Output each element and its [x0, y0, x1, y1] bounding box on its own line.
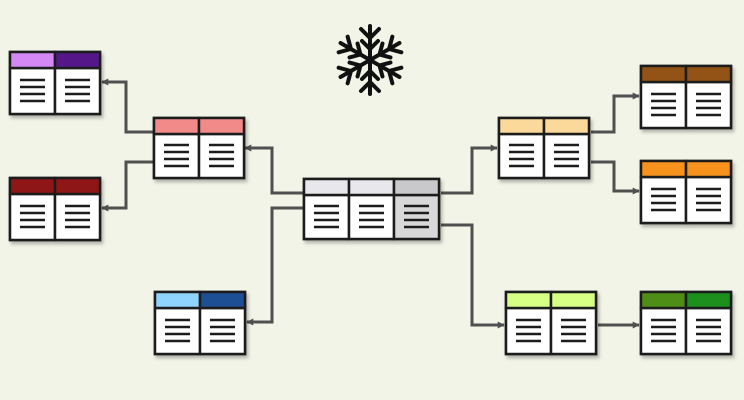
table-column-body [153, 306, 202, 356]
table-dim-blue [153, 290, 247, 356]
table-column-body [8, 66, 57, 116]
table-column-header [8, 176, 57, 196]
schema-tables [8, 50, 733, 356]
column-lines-icon [165, 318, 190, 343]
table-dim-purple [8, 50, 102, 116]
table-column-header [53, 176, 102, 196]
table-column-body [684, 80, 733, 130]
column-lines-icon [696, 92, 721, 117]
table-column-body [639, 80, 688, 130]
connector-dim-red-to-dim-purple [101, 78, 154, 134]
column-lines-icon [209, 143, 234, 168]
column-lines-icon [404, 204, 429, 229]
column-lines-icon [651, 187, 676, 212]
table-column-header [639, 64, 688, 84]
column-lines-icon [651, 318, 676, 343]
connector-fact-to-dim-lime [441, 223, 505, 329]
column-lines-icon [516, 318, 541, 343]
table-dim-lime [504, 290, 598, 356]
connector-dim-yellow-to-dim-brown [591, 92, 640, 134]
table-column-header [684, 290, 733, 310]
table-column-header [497, 116, 546, 136]
table-column-body [504, 306, 553, 356]
table-column-header [639, 159, 688, 179]
table-column-body [53, 66, 102, 116]
table-column-header [549, 290, 598, 310]
table-dim-red [152, 116, 246, 180]
table-column-header [197, 116, 246, 136]
connection-lines [101, 78, 640, 329]
column-lines-icon [651, 92, 676, 117]
column-lines-icon [509, 143, 534, 168]
table-column-header [684, 159, 733, 179]
table-column-body [197, 132, 246, 180]
table-fact [302, 177, 441, 241]
column-lines-icon [65, 78, 90, 103]
table-column-header [347, 177, 396, 197]
table-column-body [549, 306, 598, 356]
connector-dim-red-to-dim-darkred [101, 160, 154, 212]
table-column-header [153, 290, 202, 310]
column-lines-icon [65, 204, 90, 229]
table-column-header [639, 290, 688, 310]
column-lines-icon [554, 143, 579, 168]
table-column-body [302, 193, 351, 241]
table-column-body [8, 192, 57, 242]
connector-dim-yellow-to-dim-orange [591, 160, 640, 195]
table-dim-orange [639, 159, 733, 225]
table-dim-yellow [497, 116, 591, 180]
column-lines-icon [210, 318, 235, 343]
table-column-header [152, 116, 201, 136]
table-column-body [684, 306, 733, 356]
table-column-header [542, 116, 591, 136]
table-dim-darkred [8, 176, 102, 242]
column-lines-icon [20, 204, 45, 229]
table-column-header [684, 64, 733, 84]
connector-fact-to-dim-yellow [441, 144, 498, 195]
table-column-header [392, 177, 441, 197]
column-lines-icon [696, 318, 721, 343]
column-lines-icon [696, 187, 721, 212]
snowflake-icon [332, 22, 408, 98]
table-column-body [347, 193, 396, 241]
table-column-body [53, 192, 102, 242]
table-column-header [198, 290, 247, 310]
connector-fact-to-dim-blue [246, 206, 304, 326]
table-column-body [639, 175, 688, 225]
column-lines-icon [314, 204, 339, 229]
table-column-header [504, 290, 553, 310]
table-column-header [8, 50, 57, 70]
column-lines-icon [561, 318, 586, 343]
table-column-body [497, 132, 546, 180]
table-dim-green [639, 290, 733, 356]
table-column-header [302, 177, 351, 197]
column-lines-icon [20, 78, 45, 103]
table-column-body [198, 306, 247, 356]
column-lines-icon [164, 143, 189, 168]
table-column-body [639, 306, 688, 356]
table-column-body [684, 175, 733, 225]
table-column-body [392, 193, 441, 241]
table-dim-brown [639, 64, 733, 130]
column-lines-icon [359, 204, 384, 229]
table-column-header [53, 50, 102, 70]
table-column-body [542, 132, 591, 180]
table-column-body [152, 132, 201, 180]
connector-fact-to-dim-red [244, 144, 304, 195]
